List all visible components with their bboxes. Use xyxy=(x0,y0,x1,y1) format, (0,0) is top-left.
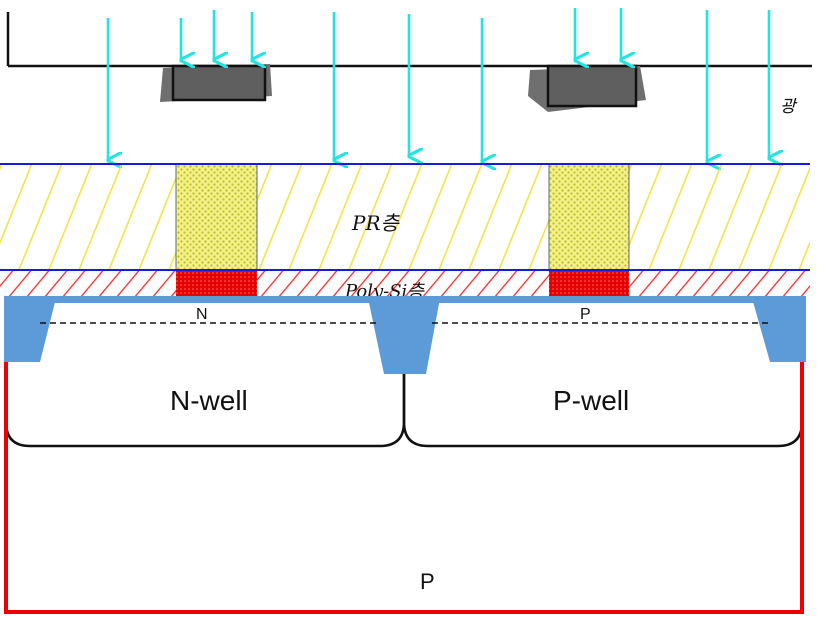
pr-layer-label: PR층 xyxy=(351,211,401,235)
photoresist-layer: PR층 xyxy=(0,163,810,271)
isolation-oxide-left xyxy=(4,298,56,362)
n-well-label: N-well xyxy=(170,385,248,416)
light-note-label: 광 xyxy=(780,97,798,117)
photoresist-hatch-region xyxy=(0,164,810,270)
p-well-label: P-well xyxy=(553,385,629,416)
poly-si-hatch-region xyxy=(0,271,810,297)
poly-si-gate-p xyxy=(549,271,629,297)
substrate-label: P xyxy=(420,569,435,594)
poly-si-layer: Poly-Si층 xyxy=(0,271,810,302)
isolation-oxide-right xyxy=(752,298,806,362)
photoresist-exposed-block-p xyxy=(548,163,630,271)
p-substrate: P xyxy=(4,362,804,614)
poly-si-gate-n xyxy=(176,271,257,297)
p-gate-marker: P xyxy=(580,306,591,323)
mask-chrome-block-p xyxy=(528,64,646,112)
photoresist-exposed-block-n xyxy=(175,163,258,271)
n-gate-marker: N xyxy=(196,306,208,323)
mask-chrome-block-n xyxy=(160,64,272,102)
isolation-oxide-center xyxy=(368,298,440,374)
photomask xyxy=(6,12,812,112)
uv-light-arrows xyxy=(108,8,769,162)
substrate-outline xyxy=(4,362,804,614)
oxide-layer: N P xyxy=(4,296,806,374)
wells: N-well P-well xyxy=(4,362,804,448)
